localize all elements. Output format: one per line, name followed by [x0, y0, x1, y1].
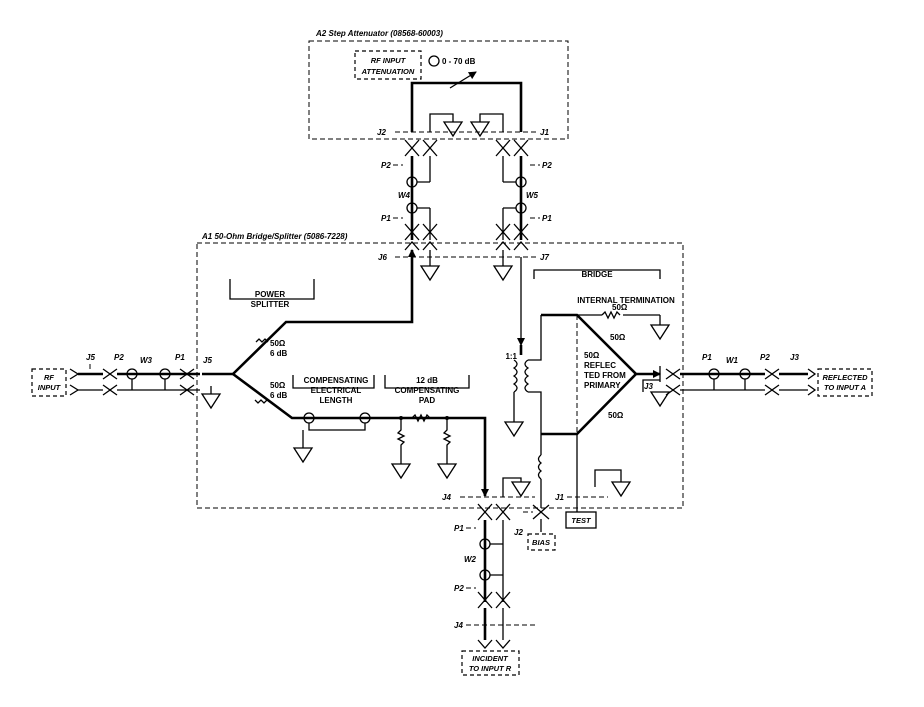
ground-icon [650, 324, 670, 340]
incident-box [461, 650, 520, 676]
a2-step-attenuator: A2 Step Attenuator (08568-60003) RF INPU… [308, 29, 569, 140]
attenuator-path [410, 81, 523, 132]
attenuator-knob-icon [428, 55, 440, 67]
rf-input-box [31, 368, 67, 397]
reflected-label-1: REFLECTED [823, 373, 869, 382]
ref-p1-left: P1 [175, 353, 185, 362]
ref-p1-w2: P1 [454, 524, 464, 533]
comp-length-label-2: ELECTRICAL [311, 386, 362, 395]
ground-icon [420, 265, 440, 281]
bridge-label: BRIDGE [581, 270, 613, 279]
incident-label-2: TO INPUT R [469, 664, 512, 673]
rf-input-label-1: RF [44, 373, 54, 382]
ground-icon [391, 463, 411, 479]
ref-p2-w5: P2 [542, 161, 552, 170]
ref-j4-bottom: J4 [454, 621, 463, 630]
ref-w4: W4 [398, 191, 411, 200]
rf-input-label-2: INPUT [38, 383, 62, 392]
comp-length-label-3: LENGTH [320, 396, 353, 405]
bias-test-ports: J2 BIAS TEST [514, 504, 597, 551]
pad-label-2: COMPENSATING [395, 386, 460, 395]
ref-j1-mod: J1 [555, 493, 564, 502]
ref-p2-w2: P2 [454, 584, 464, 593]
ref-j7: J7 [540, 253, 549, 262]
attenuator-range: 0 - 70 dB [442, 57, 476, 66]
r-top-value: 50Ω [270, 339, 286, 348]
ref-w2: W2 [464, 555, 477, 564]
ref-j6: J6 [378, 253, 387, 262]
ref-j2-mod: J2 [514, 528, 523, 537]
r-bot-value: 50Ω [270, 381, 286, 390]
reflected-output-chain: REFLECTED TO INPUT A P1 W1 P2 J3 [665, 353, 873, 397]
ref-j5-mod: J5 [203, 356, 212, 365]
a2-title: A2 Step Attenuator (08568-60003) [315, 29, 443, 38]
rf-input-attenuation-box [354, 50, 422, 80]
rf-input-attenuation-label-1: RF INPUT [371, 56, 407, 65]
bridge-r3-line3: TED FROM [584, 371, 626, 380]
ref-j3-right: J3 [790, 353, 799, 362]
ref-w3: W3 [140, 356, 153, 365]
internal-termination-label: INTERNAL TERMINATION [577, 296, 675, 305]
ground-icon [493, 265, 513, 281]
ref-w5: W5 [526, 191, 539, 200]
a1-outline [196, 242, 684, 509]
ground-icon [611, 481, 631, 497]
test-label: TEST [571, 516, 592, 525]
ground-icon [470, 121, 490, 137]
r-top-db: 6 dB [270, 349, 288, 358]
bridge-r3-line4: PRIMARY [584, 381, 621, 390]
bridge-r3-line1: 50Ω [584, 351, 600, 360]
bias-box [527, 533, 556, 551]
ref-p2-w4: P2 [381, 161, 391, 170]
splitter-lower-path [232, 372, 489, 497]
splitter-upper-path [232, 249, 416, 375]
ref-p1-w4: P1 [381, 214, 391, 223]
transformer-ratio: 1:1 [505, 352, 517, 361]
power-splitter-label-2: SPLITTER [251, 300, 290, 309]
cable-w5: P2 W5 P1 [495, 139, 552, 241]
pad-label-1: 12 dB [416, 376, 438, 385]
cable-w4: P2 W4 P1 [381, 139, 438, 241]
incident-output-chain: P1 W2 P2 J4 INCIDENT TO INPUT R [454, 503, 538, 676]
ref-j1-a2: J1 [540, 128, 549, 137]
ref-p2-left: P2 [114, 353, 124, 362]
bias-label: BIAS [532, 538, 550, 547]
ref-p1-right: P1 [702, 353, 712, 362]
bridge-r2-value: 50Ω [608, 411, 624, 420]
a2-outline [308, 40, 569, 140]
r-bot-db: 6 dB [270, 391, 288, 400]
a1-title: A1 50-Ohm Bridge/Splitter (5086-7228) [201, 232, 348, 241]
ref-j5-left: J5 [86, 353, 95, 362]
test-box [565, 511, 597, 529]
ground-icon [201, 393, 221, 409]
reflected-label-2: TO INPUT A [824, 383, 866, 392]
variable-attenuator-arrow [449, 71, 477, 89]
ref-j2-a2: J2 [377, 128, 386, 137]
pad-label-3: PAD [419, 396, 436, 405]
ref-j3-mod: J3 [644, 382, 653, 391]
bridge-r1-value: 50Ω [610, 333, 626, 342]
ground-icon [504, 421, 524, 437]
term-r-value: 50Ω [612, 303, 628, 312]
rf-input-attenuation-label-2: ATTENUATION [361, 67, 415, 76]
rf-input-chain: RF INPUT J5 P2 W3 P1 [31, 353, 200, 397]
ground-icon [511, 481, 531, 497]
ref-p2-right: P2 [760, 353, 770, 362]
comp-length-label-1: COMPENSATING [304, 376, 369, 385]
bridge-r3-line2: REFLEC [584, 361, 616, 370]
ground-icon [443, 121, 463, 137]
reflected-box [817, 368, 873, 397]
ref-w1: W1 [726, 356, 739, 365]
incident-label-1: INCIDENT [472, 654, 509, 663]
power-splitter-label-1: POWER [255, 290, 285, 299]
ground-icon [437, 463, 457, 479]
ref-j4-mod: J4 [442, 493, 451, 502]
ref-p1-w5: P1 [542, 214, 552, 223]
ground-icon [293, 447, 313, 463]
a1-bridge-splitter: A1 50-Ohm Bridge/Splitter (5086-7228) J6… [196, 232, 684, 512]
